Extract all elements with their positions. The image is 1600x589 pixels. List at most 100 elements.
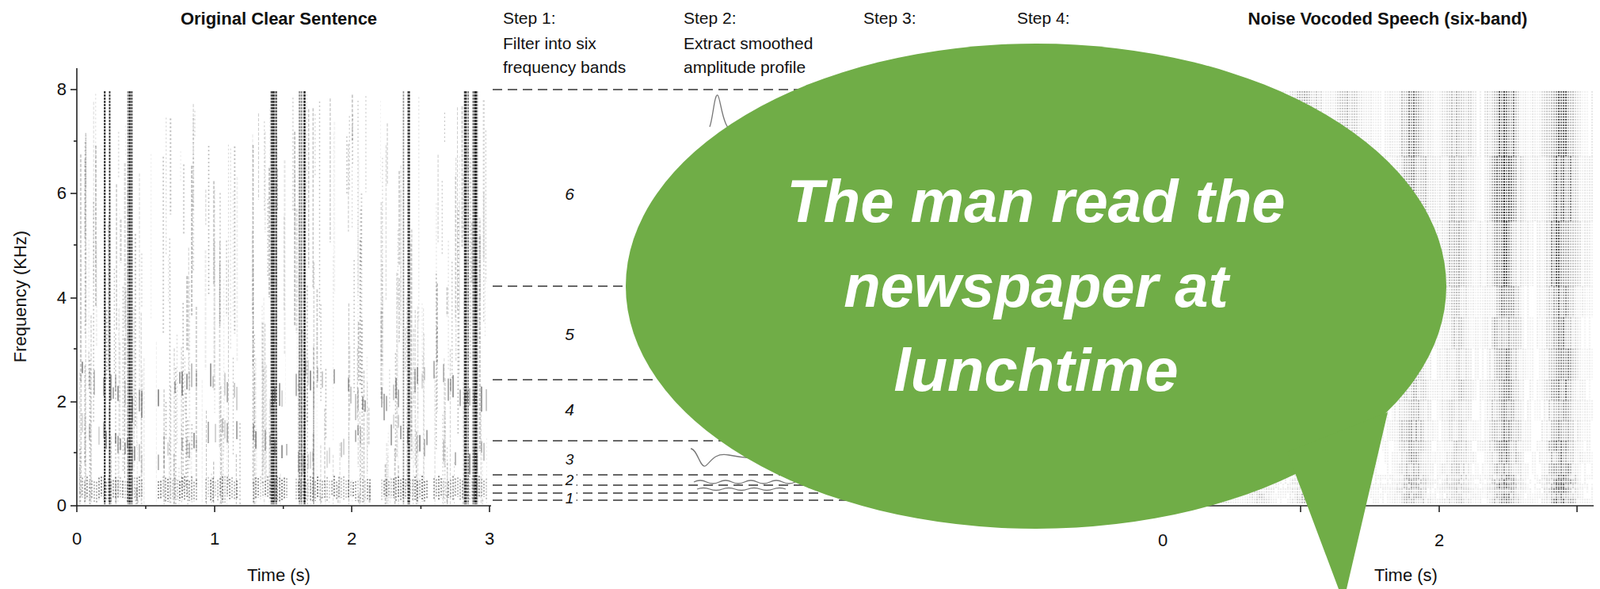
low-band-energy	[162, 476, 164, 496]
formant-energy	[419, 434, 421, 452]
low-band-energy	[302, 480, 305, 498]
spectral-streak	[361, 320, 363, 477]
burst-streak	[103, 91, 106, 504]
spectral-streak	[162, 156, 164, 334]
spectral-streak	[459, 156, 461, 315]
low-band-energy	[409, 479, 412, 497]
spectral-streak	[329, 98, 331, 242]
low-band-energy	[345, 480, 347, 498]
spectral-streak	[140, 253, 143, 309]
spectral-streak	[150, 154, 152, 320]
spectral-streak	[125, 263, 126, 435]
spectral-streak	[265, 364, 267, 481]
low-band-energy	[359, 477, 362, 501]
low-band-energy	[212, 477, 214, 502]
low-band-energy	[307, 478, 309, 499]
low-band-energy	[473, 475, 476, 500]
formant-energy	[179, 371, 181, 384]
spectral-streak	[359, 411, 361, 504]
formant-energy	[209, 363, 212, 387]
noise-band-energy	[1280, 498, 1282, 504]
low-band-energy	[331, 480, 333, 496]
formant-energy	[188, 370, 191, 391]
low-band-energy	[117, 480, 119, 499]
spectral-streak	[297, 151, 298, 371]
spectral-streak	[387, 123, 389, 186]
noise-band-energy	[1296, 483, 1299, 488]
formant-energy	[269, 398, 271, 414]
burst-streak	[272, 91, 274, 504]
low-band-energy	[461, 480, 464, 500]
low-band-energy	[392, 478, 395, 499]
spectral-streak	[400, 190, 402, 310]
low-band-energy	[452, 475, 454, 501]
low-band-energy	[183, 475, 186, 500]
low-band-energy	[181, 476, 183, 500]
formant-energy	[133, 445, 136, 461]
spectral-streak	[283, 216, 285, 311]
spectral-streak	[121, 286, 124, 473]
burst-streak	[303, 91, 305, 504]
spectral-streak	[115, 184, 117, 330]
formant-energy	[105, 430, 107, 449]
burst-streak	[474, 91, 477, 504]
spectral-streak	[167, 255, 169, 302]
spectral-streak	[175, 367, 176, 504]
spectral-streak	[412, 478, 415, 504]
spectral-streak	[115, 493, 117, 504]
low-band-energy	[136, 477, 138, 501]
formant-energy	[252, 423, 255, 441]
spectral-streak	[279, 473, 281, 505]
spectral-streak	[415, 419, 417, 504]
burst-streak	[298, 91, 300, 504]
low-band-energy	[160, 480, 162, 500]
low-band-energy	[347, 479, 350, 498]
spectral-streak	[360, 209, 362, 266]
spectral-streak	[471, 129, 473, 332]
spectral-streak	[205, 410, 207, 504]
spectral-streak	[188, 281, 191, 471]
spectral-streak	[225, 240, 228, 317]
formant-energy	[186, 438, 188, 456]
spectral-streak	[223, 279, 225, 454]
spectral-streak	[346, 136, 347, 194]
low-band-energy	[112, 479, 115, 497]
spectral-streak	[89, 359, 92, 504]
spectral-streak	[80, 154, 82, 382]
low-band-energy	[342, 476, 345, 500]
spectral-streak	[222, 418, 224, 505]
formant-energy	[468, 388, 471, 406]
spectral-streak	[140, 312, 143, 504]
noise-band-energy	[1253, 498, 1256, 504]
formant-energy	[124, 441, 126, 454]
spectral-streak	[306, 94, 308, 204]
formant-energy	[281, 444, 283, 458]
formant-energy	[98, 426, 100, 445]
spectral-streak	[306, 388, 308, 504]
formant-energy	[188, 441, 191, 458]
low-band-energy	[326, 476, 328, 502]
spectral-streak	[398, 278, 400, 343]
noise-band-energy	[1291, 483, 1294, 488]
low-band-energy	[438, 475, 440, 500]
noise-band-energy	[1289, 483, 1292, 488]
formant-energy	[416, 434, 419, 454]
noise-band-energy	[1289, 498, 1292, 504]
formant-energy	[426, 429, 428, 445]
spectral-streak	[443, 358, 445, 465]
low-band-energy	[207, 476, 210, 497]
spectral-streak	[445, 287, 448, 317]
formant-energy	[114, 432, 117, 444]
noise-band-energy	[1260, 487, 1263, 494]
noise-band-energy	[1272, 493, 1275, 500]
low-band-energy	[416, 480, 419, 502]
low-band-energy	[110, 480, 112, 502]
low-band-energy	[480, 478, 483, 496]
spectral-streak	[320, 304, 322, 401]
spectral-streak	[120, 219, 122, 263]
spectral-streak	[413, 328, 415, 406]
spectral-streak	[382, 296, 384, 403]
noise-band-energy	[1282, 483, 1284, 488]
spectral-streak	[285, 354, 286, 404]
formant-energy	[307, 453, 309, 469]
